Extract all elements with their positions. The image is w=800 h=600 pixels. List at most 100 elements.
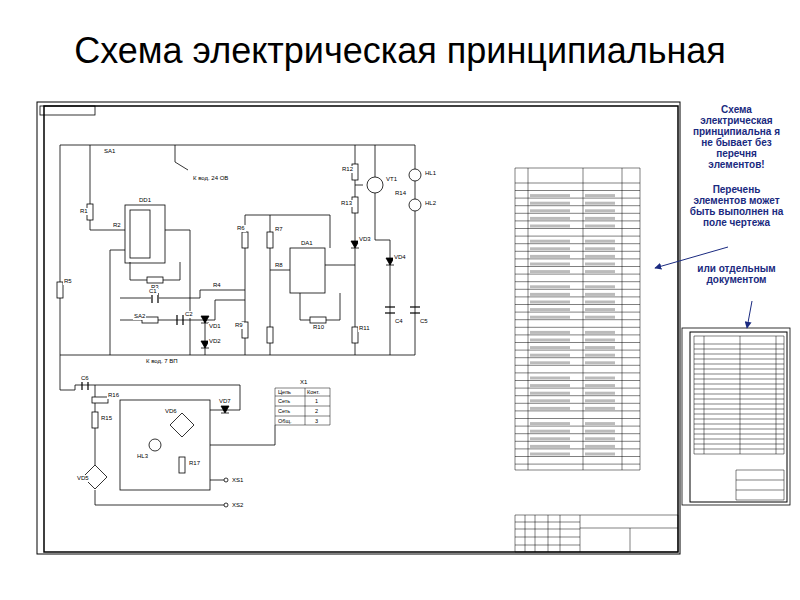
list-row-mark: [530, 308, 570, 311]
table-line: [515, 236, 640, 237]
diode-symbol: [221, 406, 229, 413]
component-label: VT1: [385, 176, 398, 183]
list-row-mark: [585, 209, 615, 212]
table-line: [580, 515, 581, 552]
wire: [375, 193, 390, 355]
table-line: [515, 274, 640, 275]
component-label: XS2: [231, 502, 244, 509]
component-label: R7: [274, 226, 284, 233]
table-line: [515, 426, 640, 427]
table-line: [515, 289, 640, 290]
resistor-symbol: [147, 277, 163, 283]
list-row-mark: [585, 422, 615, 425]
element-symbol: [149, 439, 161, 451]
list-row-mark: [530, 437, 570, 440]
list-row-mark: [585, 384, 615, 387]
wire: [75, 385, 240, 386]
component-label: C5: [419, 318, 429, 325]
list-row-mark: [585, 437, 615, 440]
list-row-mark: [530, 392, 570, 395]
table-line: [694, 394, 784, 395]
table-line: [515, 388, 640, 389]
table-line: [515, 403, 640, 404]
table-line: [515, 205, 640, 206]
component-label: R12: [341, 166, 354, 173]
resistor-symbol: [242, 232, 248, 248]
component-label: C6: [80, 375, 90, 382]
resistor-symbol: [179, 457, 185, 473]
wire: [60, 145, 415, 146]
list-row-mark: [585, 430, 615, 433]
list-row-mark: [585, 331, 615, 334]
table-line: [515, 228, 640, 229]
table-line: [515, 418, 640, 419]
list-row-mark: [585, 308, 615, 311]
list-row-mark: [530, 384, 570, 387]
table-line: [704, 336, 705, 454]
list-row-mark: [585, 453, 615, 456]
table-line: [548, 515, 549, 552]
list-row-mark: [530, 339, 570, 342]
table-line: [776, 336, 777, 454]
table-line: [515, 350, 640, 351]
table-line: [515, 312, 640, 313]
wire: [60, 145, 75, 390]
wire: [325, 265, 355, 266]
table-line: [694, 336, 784, 454]
table-line: [515, 319, 640, 320]
table-line: [694, 399, 784, 400]
list-row-mark: [530, 422, 570, 425]
table-line: [630, 528, 631, 552]
list-row-mark: [530, 247, 570, 250]
table-line: [515, 522, 580, 523]
table-line: [275, 416, 330, 417]
component-label: VD6: [164, 408, 178, 415]
component-label: R13: [340, 200, 353, 207]
table-line: [515, 537, 580, 538]
table-line: [694, 354, 784, 355]
table-line: [694, 429, 784, 430]
table-line: [525, 515, 526, 552]
list-row-mark: [585, 346, 615, 349]
table-line: [275, 396, 330, 397]
wire: [270, 270, 290, 271]
component-label: R5: [63, 278, 73, 285]
wire: [245, 215, 330, 248]
table-line: [515, 334, 640, 335]
component-label: 3: [315, 418, 318, 424]
resistor-symbol: [310, 317, 326, 323]
list-row-mark: [530, 316, 570, 319]
list-row-mark: [530, 346, 570, 349]
component-label: DD1: [138, 197, 152, 204]
list-row-mark: [530, 377, 570, 380]
list-row-mark: [530, 453, 570, 456]
component-label: Сеть: [278, 408, 290, 414]
list-row-mark: [530, 293, 570, 296]
list-row-mark: [585, 293, 615, 296]
table-line: [694, 349, 784, 350]
table-line: [736, 480, 784, 481]
component-label: К вод. 7 ВП: [145, 358, 179, 365]
element-symbol: [409, 199, 421, 211]
component-label: R10: [312, 324, 325, 331]
component-label: R16: [107, 392, 120, 399]
component-label: C4: [394, 318, 404, 325]
component-label: C1: [148, 288, 158, 295]
table-line: [515, 372, 640, 373]
table-line: [515, 281, 640, 282]
table-line: [515, 190, 640, 191]
sheet-inner-frame: [44, 106, 678, 552]
list-row-mark: [585, 392, 615, 395]
schematic-symbols: [57, 164, 421, 507]
table-line: [515, 456, 640, 457]
wire: [205, 320, 206, 355]
table-line: [694, 404, 784, 405]
list-row-mark: [530, 399, 570, 402]
table-line: [694, 384, 784, 385]
table-line: [515, 448, 640, 449]
list-row-mark: [585, 339, 615, 342]
list-row-mark: [530, 209, 570, 212]
table-line: [694, 439, 784, 440]
element-symbol: [224, 503, 228, 507]
list-row-mark: [530, 194, 570, 197]
